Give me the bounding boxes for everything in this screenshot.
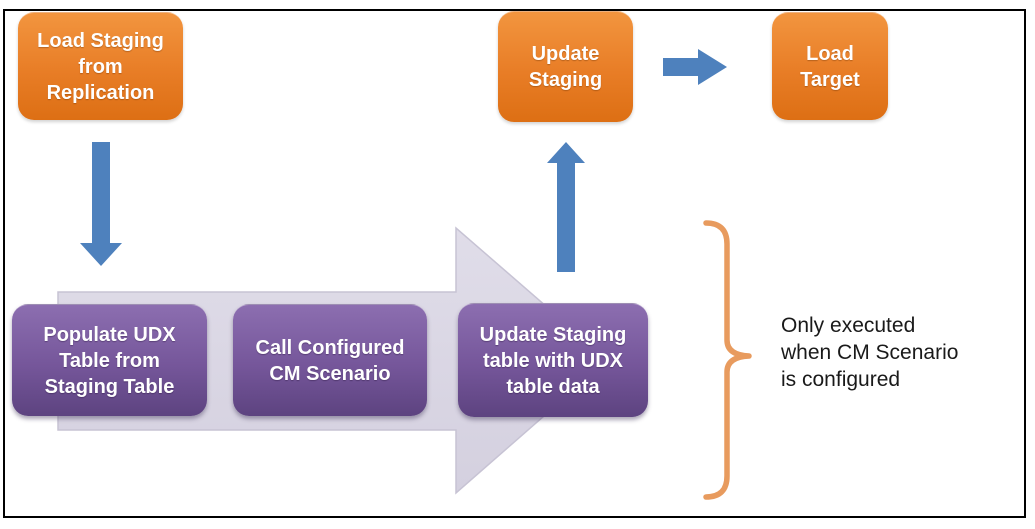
- annotation-text: Only executed when CM Scenario is config…: [781, 314, 959, 391]
- node-label: Update Staging: [528, 43, 603, 91]
- node-update-staging: Update Staging: [498, 11, 633, 122]
- node-label: Update Staging table with UDX table data: [479, 323, 627, 398]
- node-load-staging-from-replication: Load Staging from Replication: [18, 12, 183, 120]
- diagram-border: [3, 9, 1026, 518]
- node-load-target: Load Target: [772, 12, 888, 120]
- node-label: Load Staging from Replication: [37, 29, 164, 104]
- node-populate-udx-table: Populate UDX Table from Staging Table: [12, 304, 207, 416]
- node-label: Load Target: [800, 42, 860, 91]
- node-call-configured-cm-scenario: Call Configured CM Scenario: [233, 304, 427, 416]
- node-label: Populate UDX Table from Staging Table: [43, 323, 176, 398]
- node-label: Call Configured CM Scenario: [255, 336, 405, 385]
- node-update-staging-table-with-udx: Update Staging table with UDX table data: [458, 303, 648, 417]
